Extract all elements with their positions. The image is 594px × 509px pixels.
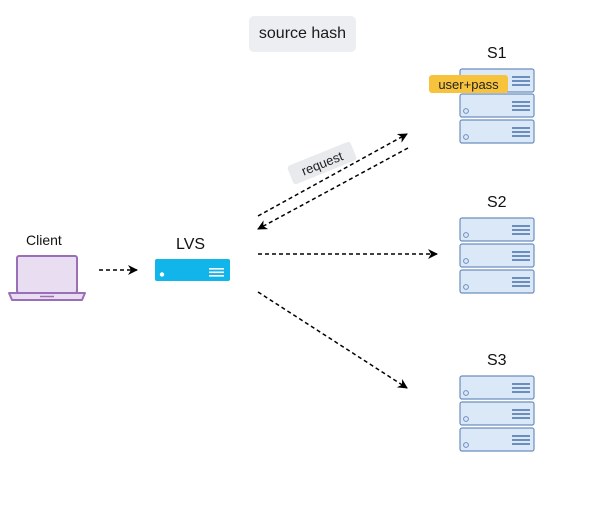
edge-lvs-to-s1-request <box>257 133 408 217</box>
server-s2-icon <box>459 217 535 294</box>
lvs-label: LVS <box>176 236 206 253</box>
edge-s1-to-lvs <box>257 147 409 230</box>
diagram-title: source hash <box>249 16 356 52</box>
server-s2-label: S2 <box>487 194 507 211</box>
server-s3-label: S3 <box>487 352 507 369</box>
client-laptop-icon <box>8 255 86 301</box>
server-s1-label: S1 <box>487 45 507 62</box>
diagram-title-text: source hash <box>258 25 347 42</box>
session-tag-text: user+pass <box>438 76 499 92</box>
client-label: Client <box>26 232 62 248</box>
edge-lvs-to-s3 <box>257 291 408 389</box>
lvs-server-appliance-icon <box>155 259 230 281</box>
server-s3-icon <box>459 375 535 452</box>
session-tag-badge: user+pass <box>429 75 508 93</box>
